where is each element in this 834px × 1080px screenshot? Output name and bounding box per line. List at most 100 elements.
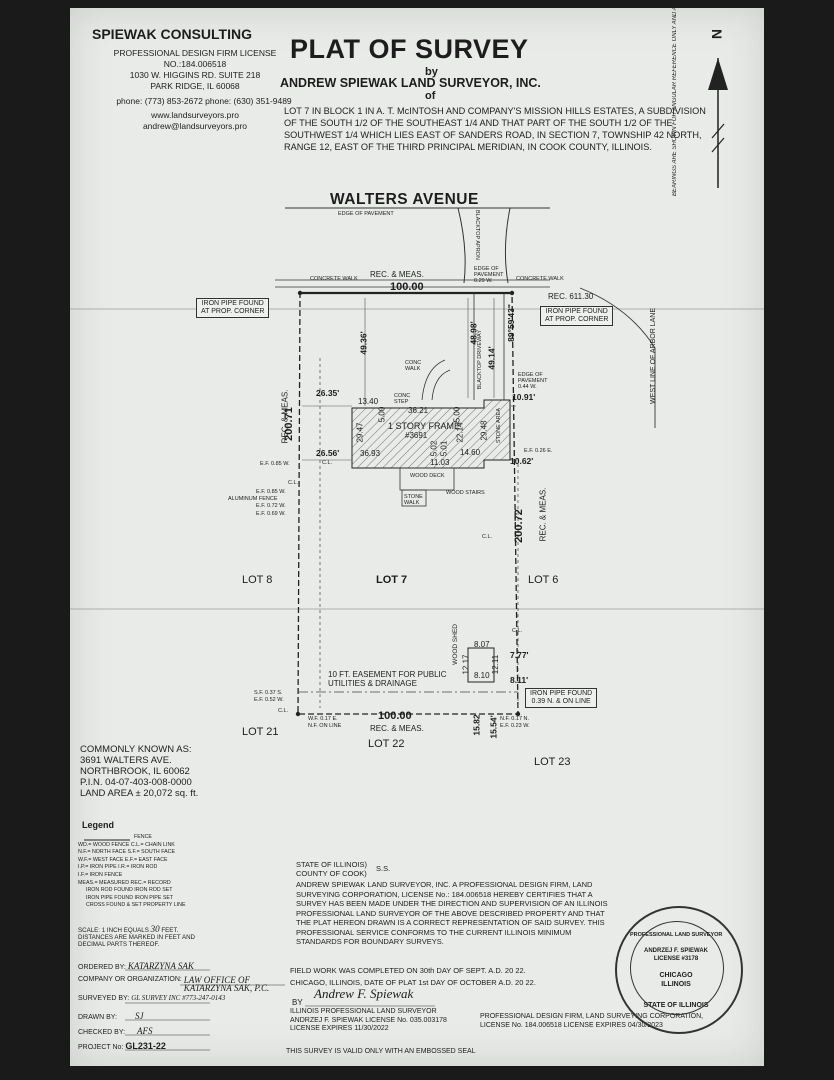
company-label: COMPANY OR ORGANIZATION: <box>78 976 182 983</box>
front-bearing: 89°59'43" <box>505 304 516 342</box>
house-dim-e: 29.48 <box>479 420 489 441</box>
scale-line1: SCALE: 1 INCH EQUALS <box>78 927 149 934</box>
paper-fold <box>70 608 764 610</box>
seal-state: ILLINOIS <box>661 981 691 988</box>
cert-sig-block: ILLINOIS PROFESSIONAL LAND SURVEYOR ANDR… <box>290 1008 447 1034</box>
house-dim-bot-b: 5.02 <box>429 440 439 457</box>
cert-county: COUNTY OF COOK) <box>296 869 367 878</box>
cert-signature: Andrew F. Spiewak <box>314 986 414 1001</box>
house-dim-top-b: 36.21 <box>408 406 429 415</box>
lot7-label: LOT 7 <box>376 574 408 586</box>
cl-4: C.L. <box>512 628 523 634</box>
edge-pavement-label3: EDGE OF PAVEMENT 0.44 W. <box>518 372 548 390</box>
scale-value: 30 <box>150 924 160 934</box>
firm-email: andrew@landsurveyors.pro <box>142 121 248 131</box>
scale-unit: FEET. <box>161 927 179 934</box>
page-title: PLAT OF SURVEY <box>290 34 529 64</box>
conc-step-label: CONC STEP <box>394 393 411 405</box>
wood-shed-label: WOOD SHED <box>452 624 459 665</box>
known-pin: P.I.N. 04-07-403-008-0000 <box>80 777 192 788</box>
ordered-row: ORDERED BY: KATARZYNA SAK <box>78 961 194 971</box>
house-dim-bot-a: 36.93 <box>360 449 381 458</box>
easement-label: 10 FT. EASEMENT FOR PUBLIC UTILITIES & D… <box>328 670 447 688</box>
lot6-label: LOT 6 <box>528 574 559 586</box>
known-address2: NORTHBROOK, IL 60062 <box>80 766 190 777</box>
firm-name: SPIEWAK CONSULTING <box>92 26 252 42</box>
rear-width: 100.00 <box>378 710 412 722</box>
house-dim-bot-d: 11.03 <box>430 458 450 467</box>
checked-row: CHECKED BY: AFS <box>78 1026 153 1036</box>
scale-line2: DISTANCES ARE MARKED IN FEET AND DECIMAL… <box>78 934 196 948</box>
house-number: #3691 <box>405 431 428 440</box>
setback-left: 49.36' <box>358 331 369 355</box>
ef-right: E.F. 0.26 E. <box>524 448 553 454</box>
rear-dim-a: 15.82 <box>471 714 482 736</box>
shed-dim-e: 7.77' <box>510 650 529 660</box>
legend-wd: WD.= WOOD FENCE C.L.= CHAIN LINK <box>78 841 175 848</box>
rear-dim-b: 15.54' <box>488 715 499 739</box>
project-label: PROJECT No: <box>78 1044 124 1051</box>
cert-field-line: FIELD WORK WAS COMPLETED ON 30th DAY OF … <box>290 966 526 975</box>
legend-nf: N.F.= NORTH FACE S.F.= SOUTH FACE <box>78 849 176 856</box>
legend-cross: CROSS FOUND & SET PROPERTY LINE <box>86 902 186 909</box>
known-area: LAND AREA ± 20,072 sq. ft. <box>80 788 199 799</box>
legend-meas: MEAS.= MEASURED REC.= RECORD <box>78 879 171 886</box>
edge-pavement-label2: EDGE OF PAVEMENT 0.29 W. <box>474 266 504 284</box>
ef-b: E.F. 0.72 W. <box>256 503 286 509</box>
nf-note: N.F. 0.17 N. E.F. 0.23 W. <box>500 716 530 729</box>
plat-drawing <box>84 207 656 1051</box>
building-label: 1 STORY FRAME <box>388 421 461 431</box>
firm-license-no: NO.:184.006518 <box>163 59 227 69</box>
house-dim-bot-c: 5.01 <box>439 440 449 457</box>
legal-description: LOT 7 IN BLOCK 1 IN A. T. McINTOSH AND C… <box>284 106 706 152</box>
house-dim-top-a: 13.40 <box>358 397 379 406</box>
commonly-known-block: COMMONLY KNOWN AS: 3691 WALTERS AVE. NOR… <box>80 744 198 799</box>
legend-if: I.F.= IRON FENCE <box>78 871 123 878</box>
north-arrow-icon <box>708 58 728 188</box>
aluminum-fence-label: ALUMINUM FENCE <box>228 496 278 502</box>
edge-pavement-label: EDGE OF PAVEMENT <box>338 211 394 217</box>
iron-pipe-rear: IRON PIPE FOUND 0.39 N. & ON LINE <box>525 688 598 708</box>
stone-area-label: STONE AREA <box>496 408 502 444</box>
cl-5: C.L. <box>278 708 289 714</box>
scale-block: SCALE: 1 INCH EQUALS 30 FEET. DISTANCES … <box>78 924 218 949</box>
surveyed-row: SURVEYED BY: GL SURVEY INC #773-247-0143 <box>78 994 225 1002</box>
street-name: WALTERS AVENUE <box>330 191 479 208</box>
cert-body: ANDREW SPIEWAK LAND SURVEYOR, INC. A PRO… <box>296 880 608 946</box>
paper-fold <box>70 308 764 310</box>
house-dim-a: 5.00 <box>377 406 387 423</box>
cert-date-line: CHICAGO, ILLINOIS, DATE OF PLAT 1st DAY … <box>290 978 536 987</box>
cl-3: C.L. <box>482 534 493 540</box>
front-width: 100.00 <box>390 281 424 293</box>
seal-city: CHICAGO <box>659 972 693 979</box>
seal-license: LICENSE #3178 <box>653 956 699 962</box>
legend-pipe: IRON PIPE FOUND IRON PIPE SET <box>86 894 174 901</box>
shed-dim-c: 8.10 <box>474 671 490 680</box>
conc-walk-label: CONC WALK <box>405 360 422 372</box>
setback-right: 49.14' <box>486 346 497 370</box>
shed-dim-f: 8.11' <box>510 675 529 685</box>
surveyor-seal <box>615 906 743 1034</box>
concrete-walk-left: CONCRETE WALK <box>310 276 358 282</box>
checked-value: AFS <box>137 1026 153 1036</box>
seal-name: ANDRZEJ F. SPIEWAK <box>643 948 708 954</box>
drawn-value: SJ <box>134 1011 144 1021</box>
shed-dim-a: 8.07 <box>474 640 490 649</box>
checked-label: CHECKED BY: <box>78 1029 126 1036</box>
survey-sheet: SPIEWAK CONSULTING PROFESSIONAL DESIGN F… <box>70 0 764 1066</box>
known-title: COMMONLY KNOWN AS: <box>80 744 192 755</box>
cert-corp-block: PROFESSIONAL DESIGN FIRM, LAND SURVEYING… <box>480 1013 703 1030</box>
ef-c: E.F. 0.69 W. <box>256 511 286 517</box>
surveyed-label: SURVEYED BY: <box>78 995 130 1002</box>
cert-valid: THIS SURVEY IS VALID ONLY WITH AN EMBOSS… <box>286 1048 476 1055</box>
cert-ss: S.S. <box>376 864 391 873</box>
iron-pipe-right: IRON PIPE FOUND AT PROP. CORNER <box>540 306 614 326</box>
side-right-bottom: 10.62' <box>510 456 534 466</box>
house-dim-bot-e: 14.60 <box>460 448 481 457</box>
title-by: by <box>425 66 438 78</box>
title-of: of <box>425 90 436 102</box>
company-value: LAW OFFICE OF KATARZYNA SAK, P.C. <box>183 975 270 993</box>
cert-corp2: LICENSE No. 184.006518 LICENSE EXPIRES 0… <box>480 1021 663 1029</box>
house-dim-c: 5.00 <box>452 406 462 423</box>
project-value: GL231-22 <box>125 1041 166 1051</box>
